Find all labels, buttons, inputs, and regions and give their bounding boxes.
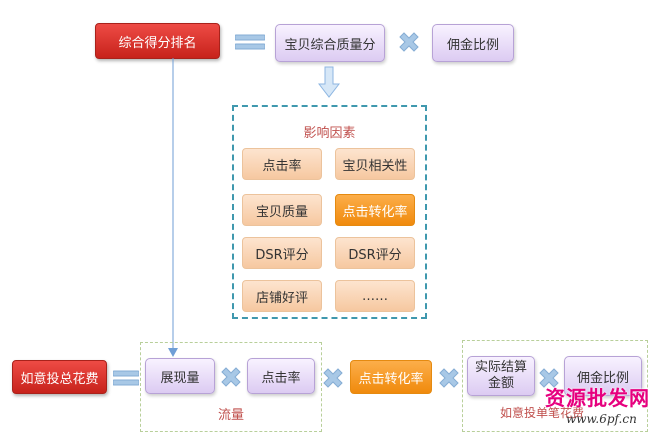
multiply-icon-top: [399, 32, 419, 52]
commission-box-bottom: 佣金比例: [564, 356, 642, 396]
factor-label: 宝贝质量: [255, 204, 308, 220]
settlement-label: 实际结算金额: [474, 360, 527, 391]
factor-item: 宝贝相关性: [335, 148, 415, 180]
watermark-text: 资源批发网: [545, 386, 650, 410]
factor-item: 店铺好评: [242, 280, 322, 312]
impressions-label: 展现量: [160, 370, 200, 386]
factor-label: ……: [362, 288, 388, 304]
watermark-url: www.6pf.cn: [566, 412, 637, 426]
multiply-icon: [539, 368, 559, 388]
unit-cost-label: 如意投单笔花费: [499, 406, 584, 420]
factor-label: 点击率: [262, 158, 302, 174]
factor-item: DSR评分: [335, 237, 415, 269]
traffic-label: 流量: [217, 408, 244, 423]
equals-icon-bottom: [113, 370, 139, 386]
multiply-icon: [221, 367, 241, 387]
factors-title: 影响因素: [303, 126, 356, 141]
ctr-label: 点击率: [261, 370, 301, 386]
connector-arrow: [168, 58, 178, 357]
impressions-box: 展现量: [145, 358, 215, 394]
factor-item: 点击率: [242, 148, 322, 180]
multiply-icon: [323, 368, 343, 388]
quality-score-box: 宝贝综合质量分: [275, 24, 385, 62]
traffic-group: [140, 342, 322, 432]
factor-label: DSR评分: [255, 247, 309, 263]
commission-rate-label-top: 佣金比例: [446, 37, 499, 53]
factor-label: 宝贝相关性: [342, 158, 408, 174]
conversion-label: 点击转化率: [358, 371, 424, 387]
equals-icon-top: [235, 34, 265, 50]
commission-label-bottom: 佣金比例: [576, 370, 629, 386]
conversion-box: 点击转化率: [350, 360, 432, 394]
total-cost-box: 如意投总花费: [12, 360, 107, 394]
factor-item: 宝贝质量: [242, 194, 322, 226]
down-arrow-icon: [318, 66, 340, 98]
total-cost-label: 如意投总花费: [20, 371, 99, 387]
composite-rank-label: 综合得分排名: [118, 35, 197, 51]
multiply-icon: [439, 368, 459, 388]
composite-rank-box: 综合得分排名: [95, 23, 220, 59]
factor-label: DSR评分: [348, 247, 402, 263]
factor-item: DSR评分: [242, 237, 322, 269]
factor-label: 点击转化率: [342, 204, 408, 220]
factors-group: [232, 105, 427, 319]
commission-rate-box-top: 佣金比例: [432, 24, 514, 62]
factor-item: 点击转化率: [335, 194, 415, 226]
quality-score-label: 宝贝综合质量分: [284, 37, 376, 53]
factor-item: ……: [335, 280, 415, 312]
unit-cost-group: [462, 340, 648, 432]
settlement-box: 实际结算金额: [467, 356, 535, 396]
factor-label: 店铺好评: [255, 290, 308, 306]
ctr-box: 点击率: [247, 358, 315, 394]
